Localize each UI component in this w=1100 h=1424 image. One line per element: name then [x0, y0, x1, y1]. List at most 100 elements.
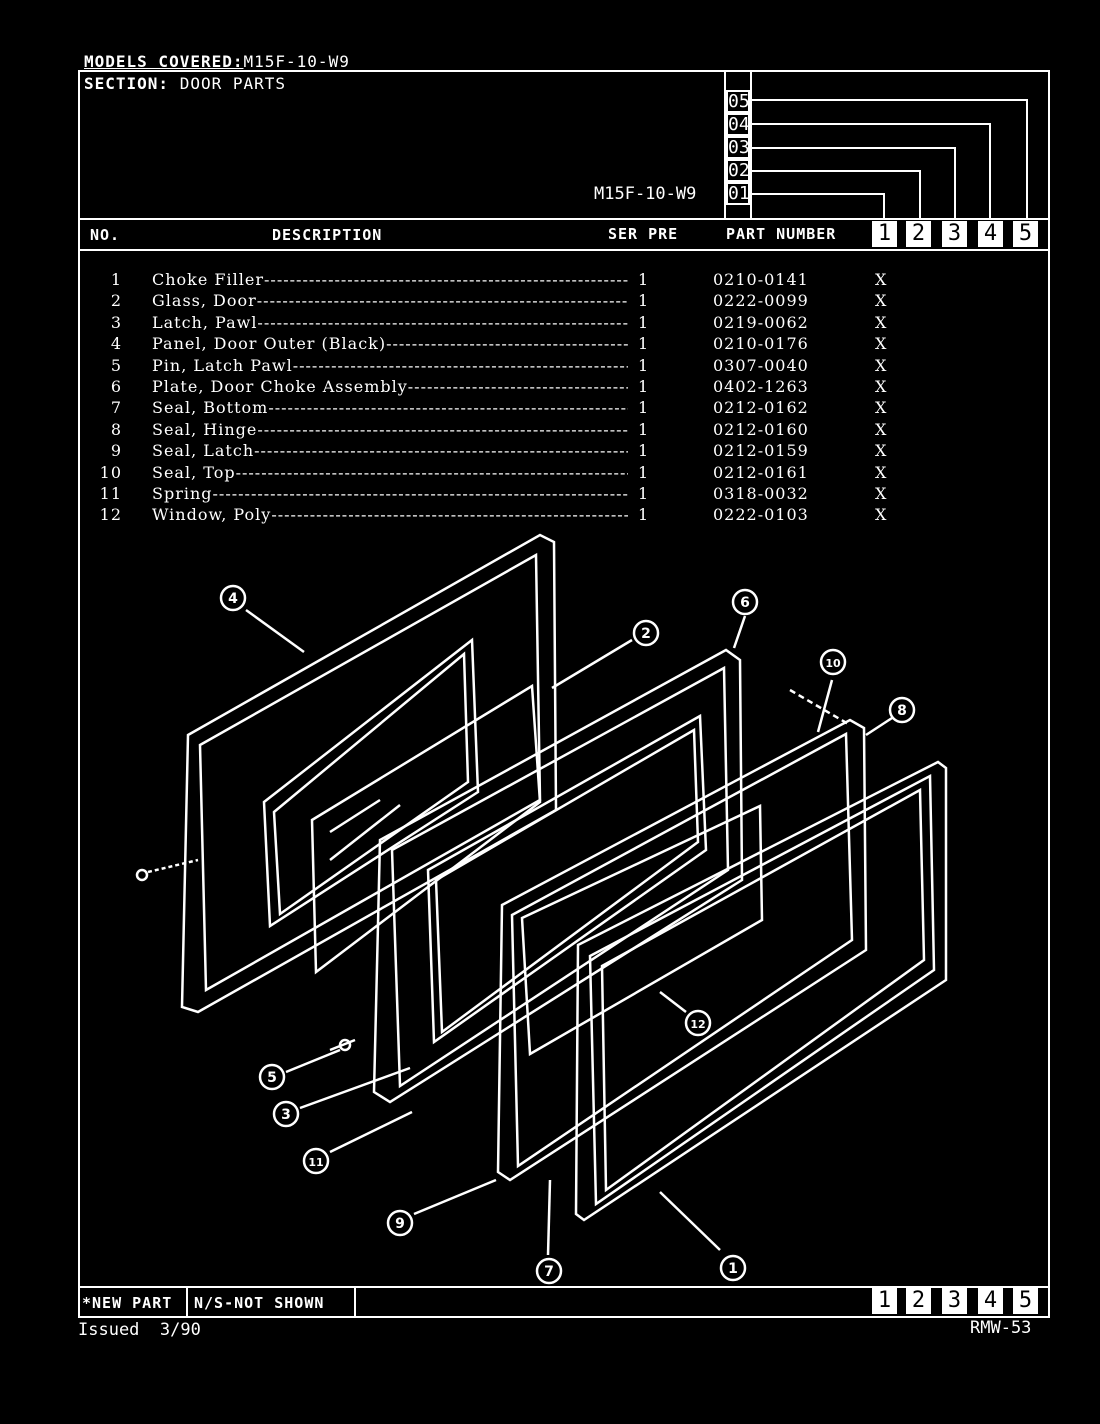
sheet-code: RMW-53 [970, 1318, 1032, 1338]
parts-row-mark: X [875, 441, 888, 461]
callout-circle [632, 619, 660, 647]
parts-row-qty: 1 [638, 355, 650, 375]
callout-circle [386, 1209, 414, 1237]
parts-row-no: 10 [99, 462, 122, 482]
parts-row: 1 Choke Filler---------------------------… [0, 270, 1100, 291]
issued-date: Issued 3/90 [78, 1320, 201, 1340]
parts-row-qty: 1 [638, 377, 650, 396]
callout-circle [819, 648, 847, 676]
parts-row-mark: X [875, 462, 888, 482]
col-header-no: NO. [90, 226, 121, 244]
door-glass-drawing [310, 683, 542, 975]
callout-circle [258, 1063, 286, 1091]
callout-label: 3 [281, 1107, 291, 1123]
models-covered-label: MODELS COVERED: [84, 52, 244, 71]
parts-row-mark: X [875, 270, 888, 289]
parts-row-no: 9 [110, 441, 122, 461]
parts-row-description: Choke Filler----------------------------… [152, 270, 628, 289]
model-column-code: 04 [726, 113, 750, 136]
parts-row-part: 0307-0040 [713, 355, 809, 375]
parts-row-qty: 1 [638, 312, 650, 332]
callout-circle [719, 1254, 747, 1282]
footer-top-rule [78, 1286, 1050, 1288]
parts-row-description: Seal, Latch-----------------------------… [152, 441, 628, 461]
parts-row-no: 8 [110, 419, 122, 439]
parts-row-qty: 1 [638, 291, 650, 311]
footer-divider-1 [186, 1286, 188, 1316]
callout-label: 8 [897, 703, 907, 719]
callout-label: 10 [825, 657, 841, 670]
parts-row-qty: 1 [638, 462, 650, 482]
column-number-box: 2 [906, 221, 931, 247]
callout-label: 5 [267, 1070, 277, 1086]
callout-label: 12 [690, 1018, 705, 1031]
model-column-code: 03 [726, 136, 750, 159]
parts-row-qty: 1 [638, 419, 650, 439]
parts-row-qty: 1 [638, 484, 650, 503]
parts-row: 9 Seal, Latch----------------------------… [0, 441, 1100, 462]
callout-circle [684, 1009, 712, 1037]
parts-row-mark: X [875, 419, 888, 439]
parts-row: 10 Seal, Top-----------------------------… [0, 463, 1100, 484]
col-header-description: DESCRIPTION [272, 226, 383, 244]
parts-row-no: 12 [99, 505, 122, 525]
parts-row-mark: X [875, 334, 888, 354]
callout-label: 7 [544, 1264, 554, 1280]
callout-circle [888, 696, 916, 724]
model-code: M15F-10-W9 [594, 184, 697, 204]
section-value: DOOR PARTS [179, 74, 287, 93]
parts-row-part: 0212-0160 [713, 419, 809, 439]
seal-frame-drawing [496, 718, 868, 1182]
parts-row-description: Glass, Door-----------------------------… [152, 291, 628, 311]
callout-label: 1 [728, 1261, 738, 1277]
parts-row-qty: 1 [638, 441, 650, 461]
parts-row-description: Seal, Bottom----------------------------… [152, 398, 628, 418]
callout-circle [272, 1100, 300, 1128]
model-column-code: 05 [726, 90, 750, 113]
parts-row: 2 Glass, Door----------------------------… [0, 291, 1100, 312]
parts-row-no: 3 [110, 312, 122, 332]
header-top-rule [78, 218, 1050, 220]
parts-row-mark: X [875, 291, 888, 311]
parts-row-description: Latch, Pawl-----------------------------… [152, 312, 628, 332]
parts-row-description: Panel, Door Outer (Black)---------------… [152, 334, 628, 354]
parts-row-part: 0210-0141 [713, 270, 809, 289]
parts-row-part: 0210-0176 [713, 334, 809, 354]
callout-circle [535, 1257, 563, 1285]
parts-row-no: 2 [110, 291, 122, 311]
parts-row-part: 0212-0162 [713, 398, 809, 418]
column-number-box: 2 [906, 1288, 931, 1314]
callout-circle [731, 588, 759, 616]
choke-filler-drawing [574, 760, 948, 1222]
column-number-box: 5 [1013, 1288, 1038, 1314]
parts-row-description: Seal, Hinge-----------------------------… [152, 419, 628, 439]
parts-row: 3 Latch, Pawl----------------------------… [0, 313, 1100, 334]
model-column-code: 01 [726, 182, 750, 205]
parts-row-description: Spring----------------------------------… [152, 484, 628, 503]
parts-row-qty: 1 [638, 270, 650, 289]
footer-divider-2 [354, 1286, 356, 1316]
callout-label: 11 [308, 1156, 323, 1169]
section-title: SECTION: DOOR PARTS [84, 74, 286, 93]
models-covered: MODELS COVERED:M15F-10-W9 [84, 52, 350, 71]
parts-row-no: 11 [99, 484, 122, 503]
column-number-box: 1 [872, 221, 897, 247]
parts-row-qty: 1 [638, 398, 650, 418]
parts-row-part: 0402-1263 [713, 377, 809, 396]
parts-row-part: 0222-0099 [713, 291, 809, 311]
parts-row-description: Seal, Top-------------------------------… [152, 462, 628, 482]
parts-row-qty: 1 [638, 334, 650, 354]
parts-row-part: 0318-0032 [713, 484, 809, 503]
parts-sheet-frame [78, 70, 1050, 1318]
section-label: SECTION: [84, 74, 170, 93]
parts-row-part: 0222-0103 [713, 505, 809, 525]
parts-row-no: 1 [110, 270, 122, 289]
callout-circle [219, 584, 247, 612]
